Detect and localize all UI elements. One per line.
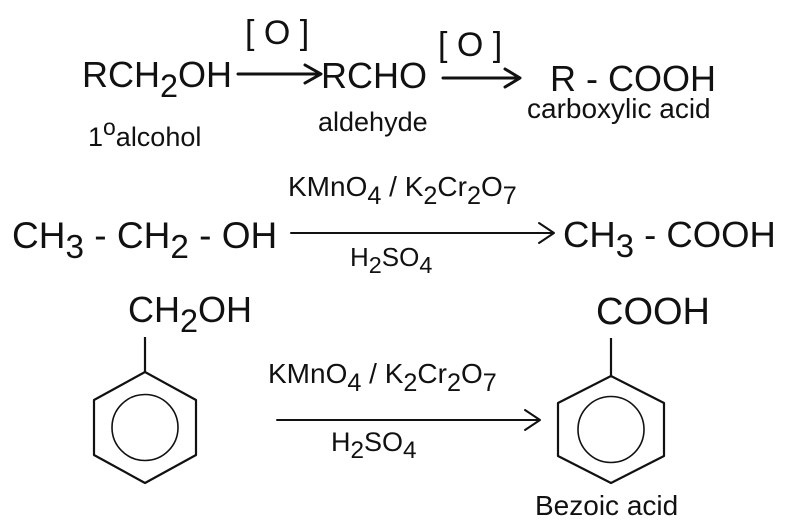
formula-segment: O	[460, 358, 483, 389]
formula-segment: OH	[198, 289, 253, 330]
acid-catalyst-label: H 2 SO 4	[350, 242, 432, 277]
formula-segment: H	[331, 427, 351, 457]
subscript: 2	[170, 228, 189, 266]
label-text: aldehyde	[318, 107, 428, 137]
subscript: 2	[403, 368, 418, 397]
formula-segment: KMnO	[288, 171, 368, 202]
oxidizing-agent-label: KMnO 4 / K 2 Cr 2 O 7	[288, 171, 517, 209]
subscript: 4	[419, 252, 433, 279]
subscript: 3	[615, 226, 634, 264]
degree-superscript: o	[103, 113, 116, 140]
benzene-ring-reactant	[92, 337, 198, 485]
formula-segment: COOH	[596, 291, 710, 333]
subscript: 2	[180, 302, 199, 339]
subscript: 2	[466, 181, 481, 210]
oxidizing-agent-label: KMnO 4 / K 2 Cr 2 O 7	[268, 358, 497, 396]
acid-catalyst-label: H 2 SO 4	[331, 427, 417, 464]
formula-segment: - COOH	[633, 214, 776, 255]
oxidation-label-1: [ O ]	[245, 16, 309, 50]
subscript: 7	[502, 181, 517, 210]
benzene-ring-product	[556, 338, 666, 485]
primary-alcohol-label: 1 o alcohol	[88, 115, 202, 152]
formula-segment: - OH	[188, 215, 278, 256]
oxidation-label-2: [ O ]	[438, 28, 502, 62]
subscript: 2	[423, 181, 438, 210]
carboxylic-acid-label: carboxylic acid	[527, 95, 711, 123]
label-text: Bezoic acid	[535, 490, 679, 521]
formula-segment: R - COOH	[550, 58, 716, 99]
formula-segment: KMnO	[268, 358, 348, 389]
formula-segment: RCH	[82, 54, 160, 95]
formula-segment: - CH	[83, 215, 171, 256]
primary-alcohol-formula: RCH 2 OH	[82, 54, 233, 103]
formula-segment: O	[480, 171, 503, 202]
arrow-benzyl-alcohol-to-benzoic-acid	[276, 409, 541, 431]
oxidant-text: [ O ]	[245, 14, 310, 52]
formula-segment: Cr	[417, 358, 447, 389]
arrow-head	[538, 222, 555, 244]
formula-segment: Cr	[437, 171, 467, 202]
arrow-head	[503, 67, 522, 89]
acetic-acid-formula: CH 3 - COOH	[563, 214, 776, 261]
carboxylic-acid-formula: R - COOH	[550, 61, 716, 97]
formula-segment: CH	[563, 214, 616, 255]
arrow-head	[303, 63, 323, 85]
subscript: 4	[347, 368, 362, 397]
label-text: carboxylic acid	[527, 93, 711, 124]
aldehyde-label: aldehyde	[318, 109, 428, 136]
subscript: 2	[350, 437, 365, 465]
oxidant-text: [ O ]	[438, 26, 503, 64]
arrow-alcohol-to-aldehyde	[236, 63, 323, 85]
formula-segment: CH	[12, 215, 66, 256]
formula-segment: / K	[381, 171, 424, 202]
formula-segment: CH	[128, 289, 180, 330]
subscript: 4	[403, 437, 417, 465]
formula-segment: OH	[178, 54, 233, 95]
hexagon	[92, 370, 198, 485]
subscript: 7	[482, 368, 497, 397]
formula-segment: H	[350, 242, 369, 272]
subscript: 3	[65, 228, 84, 266]
formula-segment: SO	[381, 242, 420, 272]
label-text: alcohol	[115, 122, 202, 152]
formula-segment: / K	[361, 358, 404, 389]
subscript: 2	[160, 67, 179, 104]
subscript: 4	[367, 181, 382, 210]
formula-segment: RCHO	[321, 55, 427, 96]
aromatic-circle	[111, 393, 179, 462]
subscript: 2	[446, 368, 461, 397]
aromatic-circle	[577, 395, 645, 464]
degree-number: 1	[88, 122, 104, 152]
aldehyde-formula: RCHO	[321, 58, 427, 94]
subscript: 2	[368, 252, 382, 279]
hexagon	[556, 374, 666, 485]
arrow-head	[524, 409, 541, 431]
arrow-aldehyde-to-acid	[441, 67, 522, 89]
formula-segment: SO	[364, 427, 404, 457]
carboxyl-substituent-formula: COOH	[596, 293, 710, 331]
benzyl-substituent-formula: CH 2 OH	[128, 289, 253, 338]
arrow-ethanol-to-acetic-acid	[290, 222, 555, 244]
benzoic-acid-label: Bezoic acid	[535, 492, 678, 520]
ethanol-formula: CH 3 - CH 2 - OH	[12, 215, 278, 264]
